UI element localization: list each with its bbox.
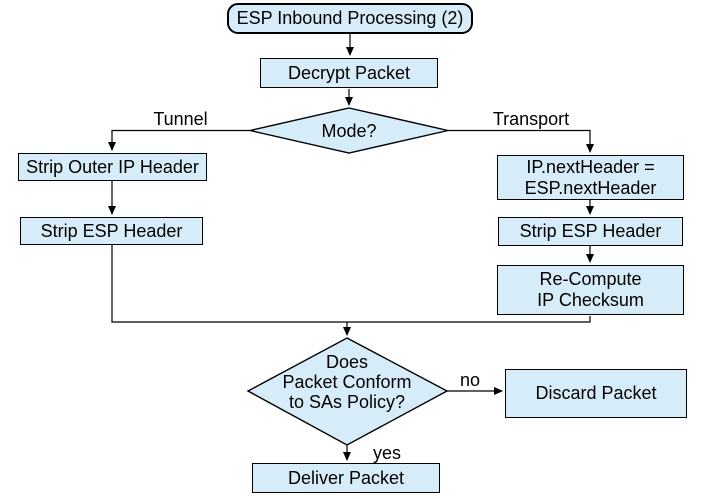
node-deliver-packet: Deliver Packet (252, 463, 440, 493)
node-discard-packet-label: Discard Packet (535, 383, 657, 403)
mode-decision-label: Mode? (321, 121, 377, 141)
node-set-next-header-line1: IP.nextHeader = (526, 156, 655, 177)
edge-label-yes: yes (372, 443, 401, 463)
node-strip-esp-header-tunnel-label: Strip ESP Header (40, 220, 183, 241)
node-start: ESP Inbound Processing (2) (227, 3, 473, 34)
node-strip-outer-ip-header-label: Strip Outer IP Header (26, 156, 199, 177)
node-decrypt-packet-label: Decrypt Packet (287, 62, 411, 83)
policy-decision-label: Does Packet Conform to SAs Policy? (257, 352, 437, 412)
node-recompute-checksum-line1: Re-Compute (539, 269, 642, 289)
edge-mode-tunnel-branch (108, 129, 250, 151)
policy-decision-line2: Packet Conform (282, 372, 412, 392)
edge-label-no: no (459, 370, 481, 390)
node-decrypt-packet: Decrypt Packet (260, 58, 438, 88)
node-recompute-checksum: Re-Compute IP Checksum (497, 265, 684, 315)
node-set-next-header: IP.nextHeader = ESP.nextHeader (497, 155, 684, 200)
policy-decision-line3: to SAs Policy? (288, 392, 406, 412)
node-discard-packet: Discard Packet (505, 369, 687, 418)
edge-branch-merge (111, 245, 591, 323)
node-strip-esp-header-tunnel: Strip ESP Header (20, 217, 203, 245)
edge-label-tunnel: Tunnel (153, 109, 208, 129)
edge-mode-transport-branch (448, 129, 594, 153)
node-recompute-checksum-line2: IP Checksum (537, 290, 644, 310)
node-strip-esp-header-transport: Strip ESP Header (498, 217, 683, 246)
node-deliver-packet-label: Deliver Packet (287, 467, 405, 488)
policy-decision-line1: Does (325, 352, 369, 372)
edge-label-transport: Transport (492, 109, 570, 129)
node-strip-esp-header-transport-label: Strip ESP Header (519, 221, 662, 241)
node-start-label: ESP Inbound Processing (2) (236, 8, 464, 28)
mode-decision-diamond (249, 107, 449, 154)
node-set-next-header-line2: ESP.nextHeader (524, 177, 657, 198)
node-strip-outer-ip-header: Strip Outer IP Header (18, 153, 207, 181)
